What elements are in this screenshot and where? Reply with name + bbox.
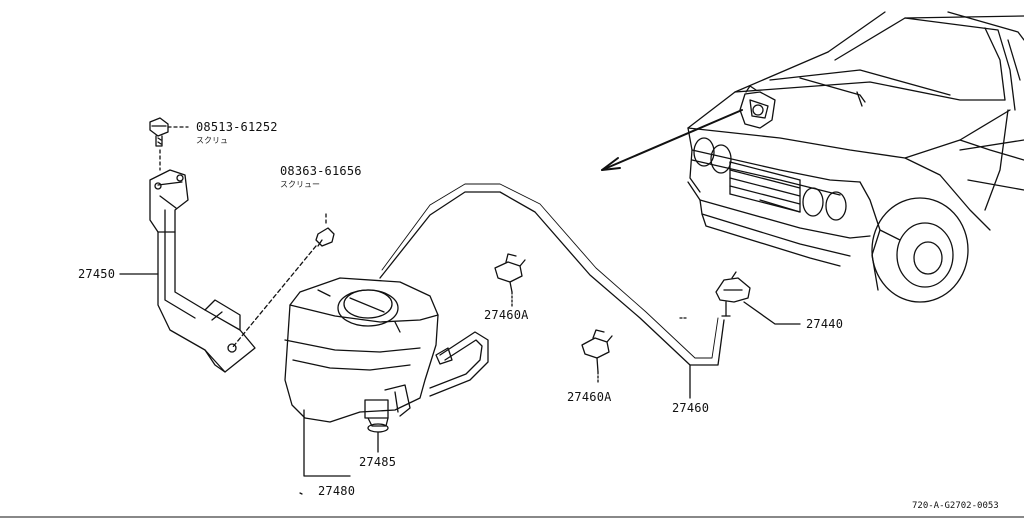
- washer-tank: [284, 183, 725, 433]
- reference-code: 720-A-G2702-0053: [912, 501, 999, 511]
- label-tank: 27480: [318, 484, 356, 498]
- screw-mid-part: [231, 213, 335, 349]
- nozzle-leader: [743, 301, 801, 325]
- label-screw-top-part: 08513-61252: [196, 120, 278, 134]
- label-check-valve-lower: 27460A: [567, 390, 612, 404]
- label-pump: 27485: [359, 455, 397, 469]
- car-front-view: [601, 11, 1024, 303]
- washer-nozzle: [715, 271, 751, 317]
- tank-leader-tail: [299, 492, 303, 495]
- check-valve-upper: [494, 253, 526, 309]
- tank-leader: [303, 409, 351, 477]
- label-screw-mid-name: スクリュー: [280, 180, 320, 189]
- screw-top-part: [149, 117, 189, 147]
- label-nozzle: 27440: [806, 317, 844, 331]
- label-hose: 27460: [672, 401, 710, 415]
- washer-tank-bracket: [149, 169, 256, 373]
- check-valve-lower: [581, 329, 613, 385]
- label-screw-mid-part: 08363-61656: [280, 164, 362, 178]
- label-check-valve-upper: 27460A: [484, 308, 529, 322]
- label-screw-top-name: スクリュ: [196, 136, 228, 145]
- label-bracket: 27450: [78, 267, 116, 281]
